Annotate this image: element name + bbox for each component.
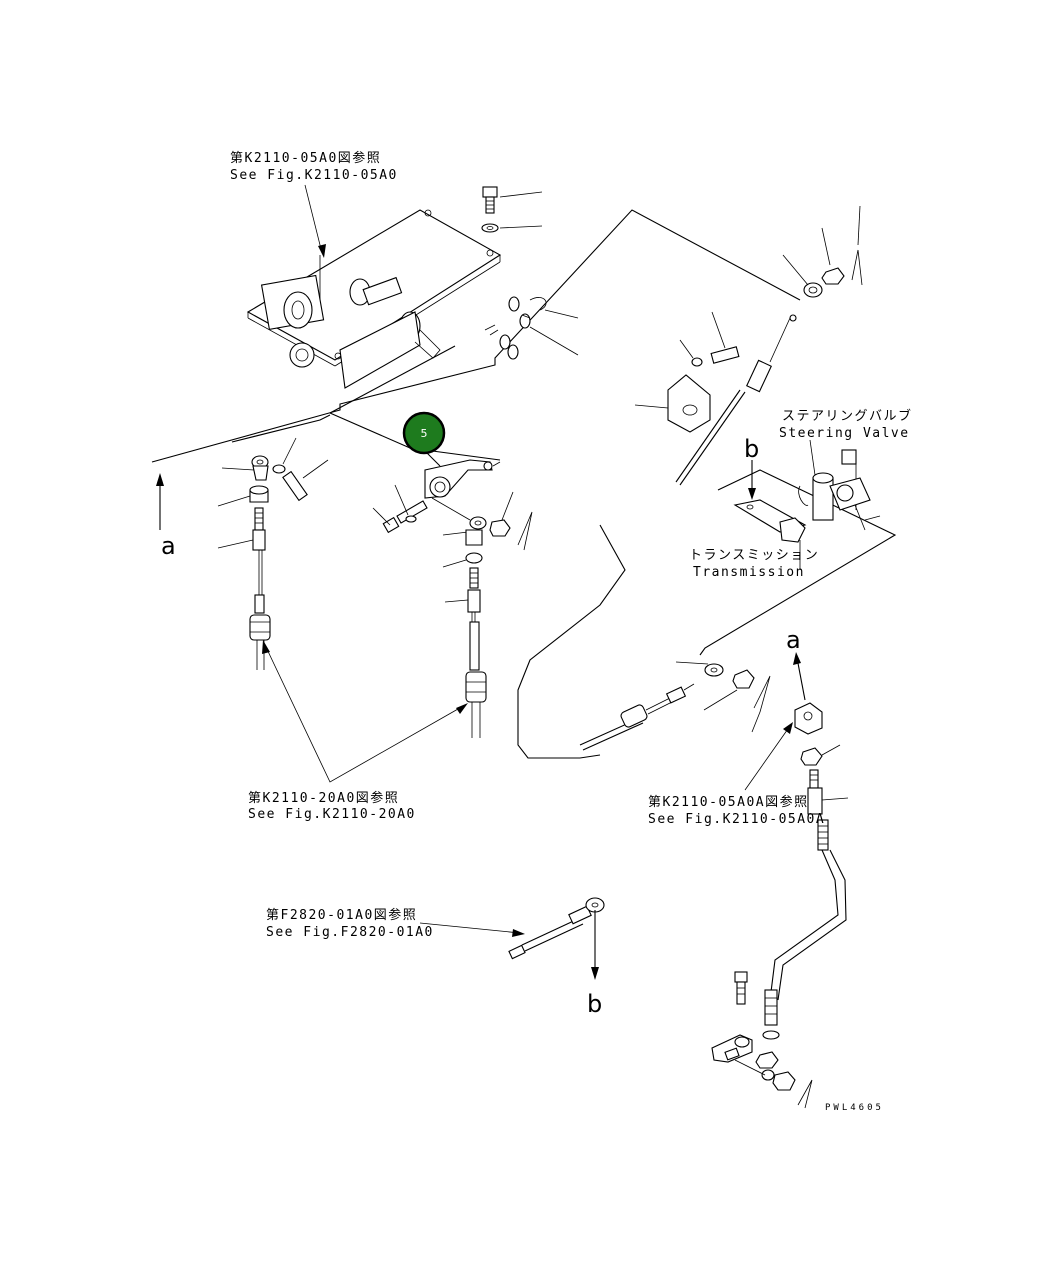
part-badge-circle[interactable]	[402, 411, 446, 455]
bottom-rod	[508, 897, 605, 960]
ref-f2820-01a0-jp: 第F2820-01A0図参照	[266, 907, 417, 923]
ref-k2110-20a0-jp: 第K2110-20A0図参照	[248, 790, 399, 806]
ref-k2110-05a0-en: See Fig.K2110-05A0	[230, 168, 398, 183]
leader-arrows	[156, 184, 816, 980]
lower-cable	[579, 661, 771, 751]
bolt-top	[481, 186, 543, 233]
connector-b-bottom: b	[587, 990, 602, 1018]
ref-k2110-20a0-en: See Fig.K2110-20A0	[248, 807, 416, 822]
steering-valve-label-jp: ステアリングバルブ	[782, 408, 913, 424]
ref-f2820-01a0-en: See Fig.F2820-01A0	[266, 925, 434, 940]
ref-k2110-05a0a-en: See Fig.K2110-05A0A	[648, 812, 825, 827]
transmission-label-jp: トランスミッション	[689, 548, 819, 563]
connector-a-left: a	[161, 532, 176, 560]
connector-a-right: a	[786, 626, 801, 654]
steering-valve	[798, 449, 881, 531]
transmission-label-en: Transmission	[693, 565, 805, 580]
ref-k2110-05a0-jp: 第K2110-05A0図参照	[230, 150, 381, 166]
part-badge-number[interactable]: 5	[421, 427, 428, 440]
transmission-bracket	[733, 460, 807, 543]
drawing-code: PWL4605	[825, 1103, 884, 1113]
connector-b-top: b	[744, 435, 759, 463]
left-cable-column	[217, 437, 329, 670]
steering-cable-upper	[634, 205, 863, 486]
right-lower-rod	[711, 702, 849, 1109]
ref-k2110-05a0a-jp: 第K2110-05A0A図参照	[648, 794, 809, 810]
pin-spring-group	[484, 296, 579, 360]
part-badge-5[interactable]: 5	[402, 411, 446, 455]
center-linkage	[372, 445, 533, 738]
lever-assembly	[246, 209, 502, 389]
assembly-outline-lines	[151, 209, 897, 759]
steering-valve-label-en: Steering Valve	[779, 426, 910, 441]
